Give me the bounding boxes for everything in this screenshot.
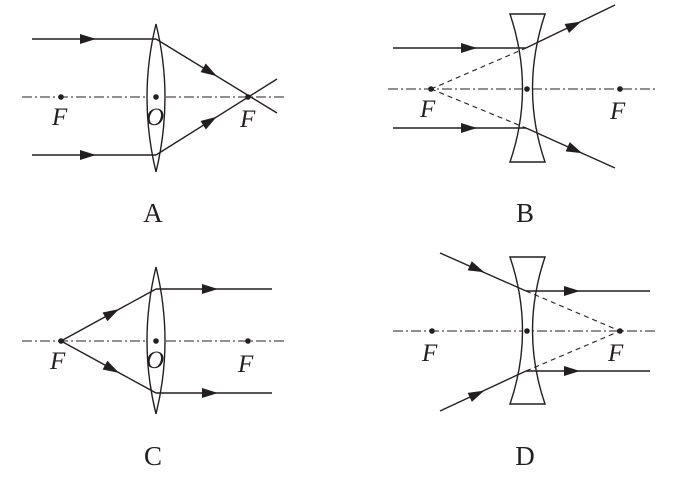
center-label: O xyxy=(146,347,164,374)
optical-center xyxy=(524,86,530,92)
panel-caption: C xyxy=(144,441,162,471)
arrow-icon xyxy=(461,43,477,53)
focus-label-right: F xyxy=(237,351,254,378)
arrow-icon xyxy=(80,150,96,160)
arrow-icon xyxy=(102,309,120,322)
arrow-icon xyxy=(80,34,96,44)
arrow-icon xyxy=(467,390,485,402)
optical-center xyxy=(524,328,530,334)
focal-point-left xyxy=(429,328,435,334)
focal-point-right xyxy=(245,94,251,100)
focal-point-right xyxy=(617,328,623,334)
panel-b: F F B xyxy=(388,4,655,228)
panel-caption: B xyxy=(516,198,534,228)
arrow-icon xyxy=(564,366,580,376)
focal-point-right xyxy=(617,86,623,92)
virtual-extension-top xyxy=(430,47,527,90)
arrow-icon xyxy=(461,123,477,133)
focus-label-right: F xyxy=(607,340,624,367)
arrow-icon xyxy=(564,21,582,34)
focal-point-left xyxy=(58,94,64,100)
virtual-extension-bottom xyxy=(525,330,621,372)
focal-point-left xyxy=(428,86,434,92)
panel-a: F O F A xyxy=(22,23,286,228)
focal-point-right xyxy=(245,338,251,344)
arrow-icon xyxy=(564,286,580,296)
arrow-icon xyxy=(200,63,217,77)
focal-point-left xyxy=(58,338,64,344)
panel-d: F F D xyxy=(393,252,655,471)
virtual-extension-bottom xyxy=(430,88,527,129)
arrow-icon xyxy=(467,261,485,273)
focus-label-right: F xyxy=(239,106,256,133)
panel-caption: D xyxy=(515,441,535,471)
focus-label-right: F xyxy=(609,98,626,125)
panel-c: F O F C xyxy=(22,266,286,471)
virtual-extension-top xyxy=(525,290,621,332)
focus-label-left: F xyxy=(421,340,438,367)
arrow-icon xyxy=(200,116,217,130)
arrow-icon xyxy=(202,388,218,398)
optical-center xyxy=(153,94,159,100)
focus-label-left: F xyxy=(419,96,436,123)
focus-label-left: F xyxy=(51,104,68,131)
arrow-icon xyxy=(102,360,120,373)
optical-center xyxy=(153,338,159,344)
focus-label-left: F xyxy=(49,348,66,375)
arrow-icon xyxy=(565,142,583,154)
center-label: O xyxy=(146,104,164,131)
panel-caption: A xyxy=(143,198,163,228)
arrow-icon xyxy=(202,284,218,294)
